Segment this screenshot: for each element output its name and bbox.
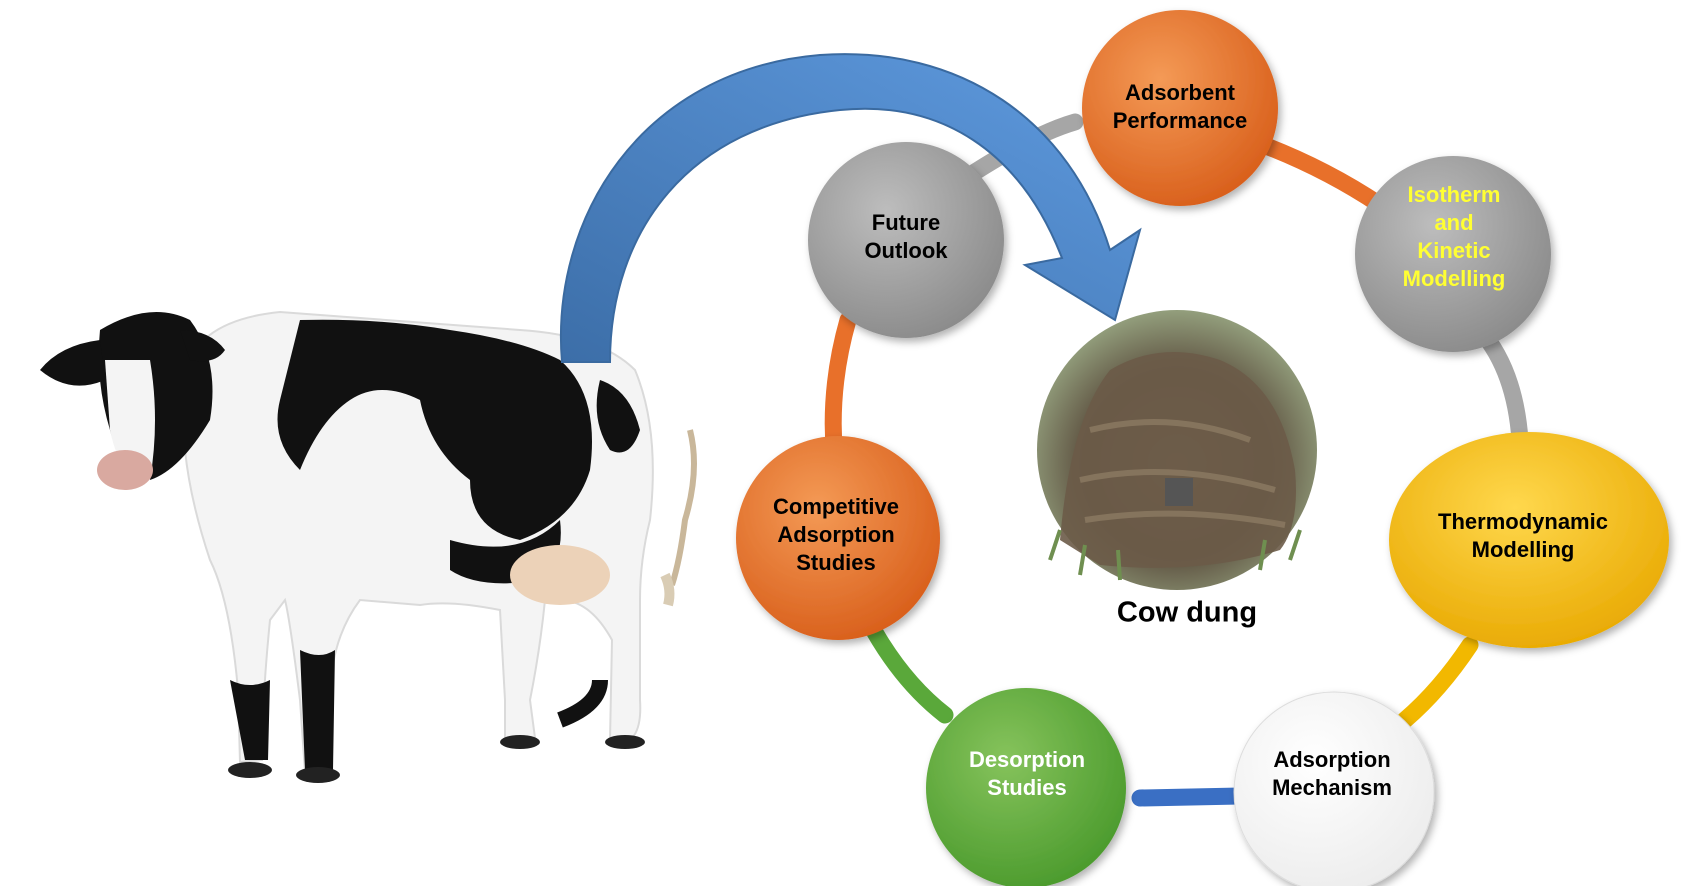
node-adsorption-mechanism	[1233, 691, 1435, 891]
label-isotherm-kinetic-modelling: Isotherm and Kinetic Modelling	[1402, 182, 1506, 291]
node-desorption-studies	[926, 688, 1126, 888]
ring-segment-green-left	[859, 611, 954, 724]
label-competitive-adsorption-studies: Competitive Adsorption Studies	[773, 494, 899, 575]
ring-segment-gray-right	[1471, 321, 1529, 449]
ring-segment-yellow-right	[1396, 636, 1479, 729]
node-isotherm-kinetic-modelling	[1355, 156, 1551, 352]
node-adsorbent-performance	[1082, 10, 1278, 206]
label-thermodynamic-modelling: Thermodynamic Modelling	[1438, 509, 1608, 562]
label-adsorption-mechanism: Adsorption Mechanism	[1272, 747, 1392, 800]
ring-segment-blue-bottom	[1131, 787, 1249, 807]
center-caption: Cow dung	[1116, 596, 1258, 629]
label-desorption-studies: Desorption Studies	[968, 747, 1086, 800]
cow-to-dung-arrow	[560, 53, 1142, 363]
node-future-outlook	[808, 142, 1004, 338]
cow-dung-image	[1037, 310, 1317, 590]
node-thermodynamic-modelling	[1389, 432, 1669, 648]
label-adsorbent-performance: Adsorbent Performance	[1112, 80, 1248, 133]
node-competitive-adsorption-studies	[736, 436, 940, 640]
ring-segment-orange-top-right	[1241, 131, 1389, 214]
cow-image	[40, 310, 697, 783]
label-future-outlook: Future Outlook	[864, 210, 948, 263]
